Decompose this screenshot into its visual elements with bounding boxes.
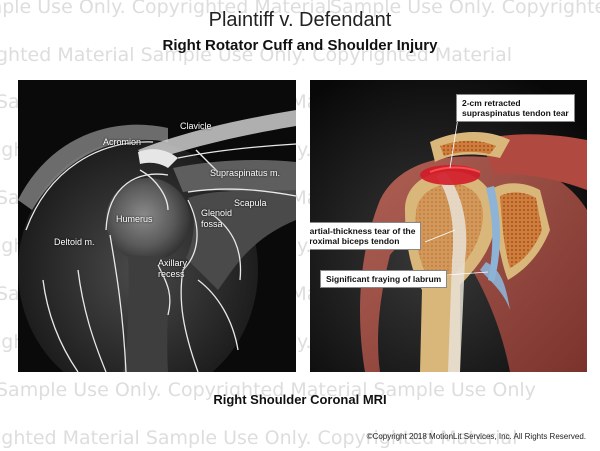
biceps-tendon bbox=[436, 172, 467, 372]
mri-image bbox=[18, 110, 296, 372]
copyright-notice: ©Copyright 2018 MotionLit Services, Inc.… bbox=[366, 432, 586, 441]
label-glenoid-fossa: Glenoid fossa bbox=[201, 208, 233, 229]
label-clavicle: Clavicle bbox=[180, 121, 212, 131]
frayed-labrum bbox=[480, 262, 510, 310]
supraspinatus-shape bbox=[173, 160, 296, 198]
page-title: Plaintiff v. Defendant bbox=[208, 9, 392, 31]
supraspinatus-muscle bbox=[480, 134, 587, 190]
humeral-shaft bbox=[123, 255, 173, 372]
scapula-cancellous bbox=[500, 192, 542, 268]
acromion-shape bbox=[138, 149, 178, 168]
labrum-cartilage bbox=[486, 186, 500, 282]
humeral-head bbox=[106, 178, 190, 262]
label-deltoid: Deltoid m. bbox=[54, 237, 95, 247]
tear-edge bbox=[429, 166, 481, 173]
leader-line-biceps bbox=[424, 229, 456, 243]
callout-biceps-tear: Partial-thickness tear of the proximal b… bbox=[310, 222, 422, 250]
callout-supraspinatus-tear: 2-cm retracted supraspinatus tendon tear bbox=[456, 94, 575, 122]
illustration-panel: 2-cm retracted supraspinatus tendon tear… bbox=[310, 80, 587, 372]
page-subtitle: Right Rotator Cuff and Shoulder Injury bbox=[162, 37, 438, 54]
subcutaneous-fat-band bbox=[18, 124, 168, 210]
label-humerus: Humerus bbox=[116, 214, 153, 224]
label-scapula: Scapula bbox=[234, 198, 267, 208]
label-supraspinatus: Supraspinatus m. bbox=[210, 168, 281, 178]
clavicle-shape bbox=[138, 110, 296, 162]
figure-caption: Right Shoulder Coronal MRI bbox=[213, 392, 387, 407]
mri-panel: Acromion Clavicle Supraspinatus m. Scapu… bbox=[18, 80, 296, 372]
leader-line-tendon-tear bbox=[449, 117, 459, 169]
label-axillary-recess: Axillary recess bbox=[158, 258, 188, 279]
label-acromion: Acromion bbox=[103, 137, 142, 147]
humerus-cancellous bbox=[415, 183, 483, 278]
callout-labrum-fraying: Significant fraying of labrum bbox=[320, 270, 448, 288]
